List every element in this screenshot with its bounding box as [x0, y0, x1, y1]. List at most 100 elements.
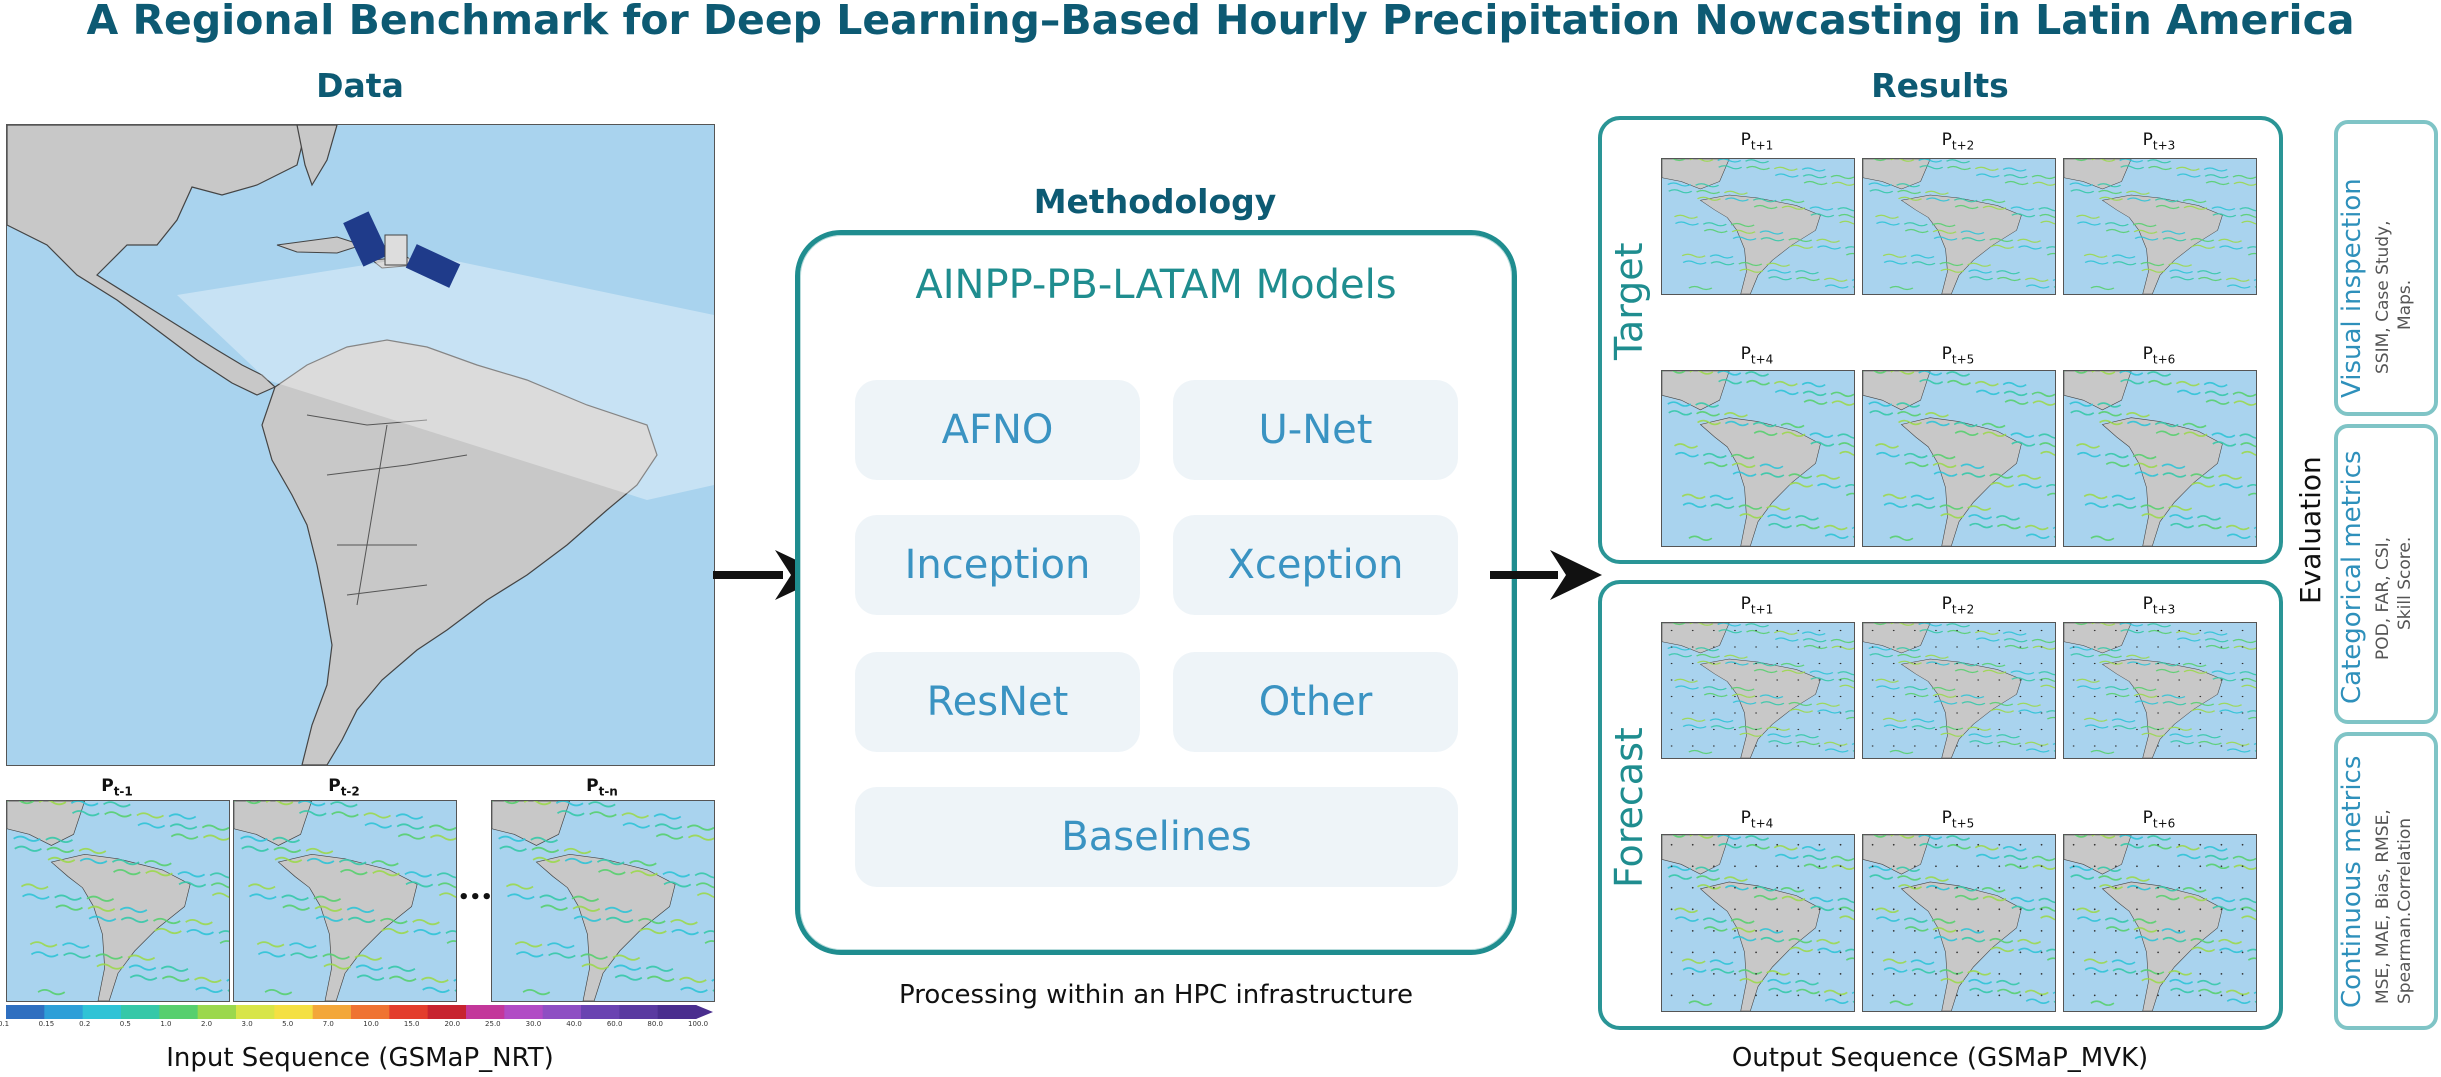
- eval-categorical-title: Categorical metrics: [2337, 450, 2367, 704]
- eval-card-continuous: [2334, 732, 2438, 1030]
- precip-map-graphic: [1662, 371, 1854, 546]
- output-sequence-caption: Output Sequence (GSMaP_MVK): [1731, 1043, 2149, 1073]
- colorbar-tick: 100.0: [688, 1020, 709, 1028]
- target-frame-t6: [2063, 370, 2257, 547]
- evaluation-heading: Evaluation: [2294, 456, 2327, 604]
- colorbar-tick: 0.15: [38, 1020, 55, 1028]
- eval-continuous-sub1: MSE, MAE, Bias, RMSE,: [2373, 809, 2393, 1004]
- target-frame-t1: [1661, 158, 1855, 295]
- precip-map-graphic: [1662, 835, 1854, 1011]
- eval-card-categorical: [2334, 424, 2438, 724]
- colorbar-tick: 10.0: [363, 1020, 379, 1028]
- precip-map-graphic: [1863, 371, 2055, 546]
- precip-map-graphic: [1662, 623, 1854, 758]
- forecast-frame-t5: [1862, 834, 2056, 1012]
- forecast-label-t2: Pt+2: [1941, 594, 1975, 617]
- target-label-t2: Pt+2: [1941, 130, 1975, 153]
- colorbar-tick: 25.0: [485, 1020, 501, 1028]
- data-heading: Data: [316, 66, 404, 105]
- input-frame-t-1: [6, 800, 230, 1002]
- colorbar-tick: 2.0: [200, 1020, 213, 1028]
- colorbar-tick: 3.0: [241, 1020, 253, 1028]
- eval-categorical-sub2: Skill Score.: [2395, 536, 2415, 630]
- precip-map-graphic: [2064, 623, 2256, 758]
- arrow-right-icon-2: [1490, 550, 1602, 600]
- eval-categorical-sub1: POD, FAR, CSI,: [2373, 536, 2393, 660]
- forecast-label-t1: Pt+1: [1740, 594, 1774, 617]
- target-label-t6: Pt+6: [2142, 344, 2176, 367]
- target-label: Target: [1607, 242, 1651, 360]
- colorbar-tick: 80.0: [647, 1020, 663, 1028]
- precipitation-colorbar: [6, 1005, 713, 1019]
- models-box-title: AINPP-PB-LATAM Models: [915, 262, 1397, 308]
- target-frame-t4: [1661, 370, 1855, 547]
- model-afno: AFNO: [855, 380, 1140, 480]
- precip-map-graphic: [2064, 159, 2256, 294]
- colorbar-tick: 7.0: [322, 1020, 334, 1028]
- colorbar-tick: 30.0: [525, 1020, 542, 1028]
- results-heading: Results: [1871, 66, 2009, 105]
- target-label-t4: Pt+4: [1740, 344, 1774, 367]
- map-graphic: [7, 125, 714, 765]
- target-frame-t3: [2063, 158, 2257, 295]
- model-resnet: ResNet: [855, 652, 1140, 752]
- eval-card-visual: [2334, 120, 2438, 416]
- precip-map-graphic: [1863, 835, 2055, 1011]
- eval-visual-title: Visual inspection: [2337, 178, 2367, 398]
- input-sequence-caption: Input Sequence (GSMaP_NRT): [166, 1043, 554, 1073]
- eval-visual-sub2: Maps.: [2395, 279, 2415, 330]
- model-unet: U-Net: [1173, 380, 1458, 480]
- latin-america-map: [6, 124, 715, 766]
- colorbar-tick: 0.1: [0, 1020, 10, 1028]
- colorbar-tick-labels: 0.1 0.15 0.2 0.5 1.0 2.0 3.0 5.0 7.0 10.0 15.0 20.0…: [0, 1020, 713, 1032]
- sequence-ellipsis: •••: [458, 887, 493, 908]
- precip-map-graphic: [1863, 159, 2055, 294]
- target-label-t5: Pt+5: [1941, 344, 1975, 367]
- colorbar-tick: 5.0: [282, 1020, 294, 1028]
- forecast-label-t6: Pt+6: [2142, 808, 2176, 831]
- forecast-frame-t3: [2063, 622, 2257, 759]
- forecast-frame-t6: [2063, 834, 2257, 1012]
- target-label-t1: Pt+1: [1740, 130, 1774, 153]
- forecast-label: Forecast: [1607, 727, 1651, 888]
- target-label-t3: Pt+3: [2142, 130, 2176, 153]
- forecast-label-t4: Pt+4: [1740, 808, 1774, 831]
- precip-map-graphic: [2064, 371, 2256, 546]
- forecast-frame-t4: [1661, 834, 1855, 1012]
- precip-map-graphic: [1863, 623, 2055, 758]
- precip-map-graphic: [1662, 159, 1854, 294]
- colorbar-tick: 60.0: [606, 1020, 623, 1028]
- model-inception: Inception: [855, 515, 1140, 615]
- colorbar-tick: 20.0: [444, 1020, 461, 1028]
- colorbar-tick: 0.5: [119, 1020, 131, 1028]
- precip-map-graphic: [234, 801, 456, 1001]
- methodology-heading: Methodology: [1033, 182, 1277, 221]
- colorbar-tick: 15.0: [403, 1020, 420, 1028]
- input-label-t-2: Pt-2: [328, 776, 360, 799]
- eval-visual-sub1: SSIM, Case Study,: [2373, 220, 2393, 374]
- colorbar-tick: 1.0: [160, 1020, 172, 1028]
- target-frame-t2: [1862, 158, 2056, 295]
- forecast-label-t3: Pt+3: [2142, 594, 2176, 617]
- input-frame-t-n: [491, 800, 715, 1002]
- forecast-label-t5: Pt+5: [1941, 808, 1975, 831]
- hpc-caption: Processing within an HPC infrastructure: [898, 980, 1414, 1010]
- forecast-frame-t1: [1661, 622, 1855, 759]
- forecast-frame-t2: [1862, 622, 2056, 759]
- main-title: A Regional Benchmark for Deep Learning–B…: [86, 0, 2355, 44]
- colorbar-tick: 0.2: [79, 1020, 91, 1028]
- precip-map-graphic: [7, 801, 229, 1001]
- eval-continuous-sub2: Spearman.Correlation: [2395, 817, 2415, 1004]
- satellite-icon: [343, 211, 461, 288]
- model-xception: Xception: [1173, 515, 1458, 615]
- input-label-t-1: Pt-1: [101, 776, 133, 799]
- model-baselines: Baselines: [855, 787, 1458, 887]
- input-frame-t-2: [233, 800, 457, 1002]
- input-label-t-n: Pt-n: [586, 776, 618, 799]
- eval-continuous-title: Continuous metrics: [2337, 755, 2367, 1008]
- precip-map-graphic: [2064, 835, 2256, 1011]
- precip-map-graphic: [492, 801, 714, 1001]
- colorbar-tick: 40.0: [566, 1020, 582, 1028]
- target-frame-t5: [1862, 370, 2056, 547]
- model-other: Other: [1173, 652, 1458, 752]
